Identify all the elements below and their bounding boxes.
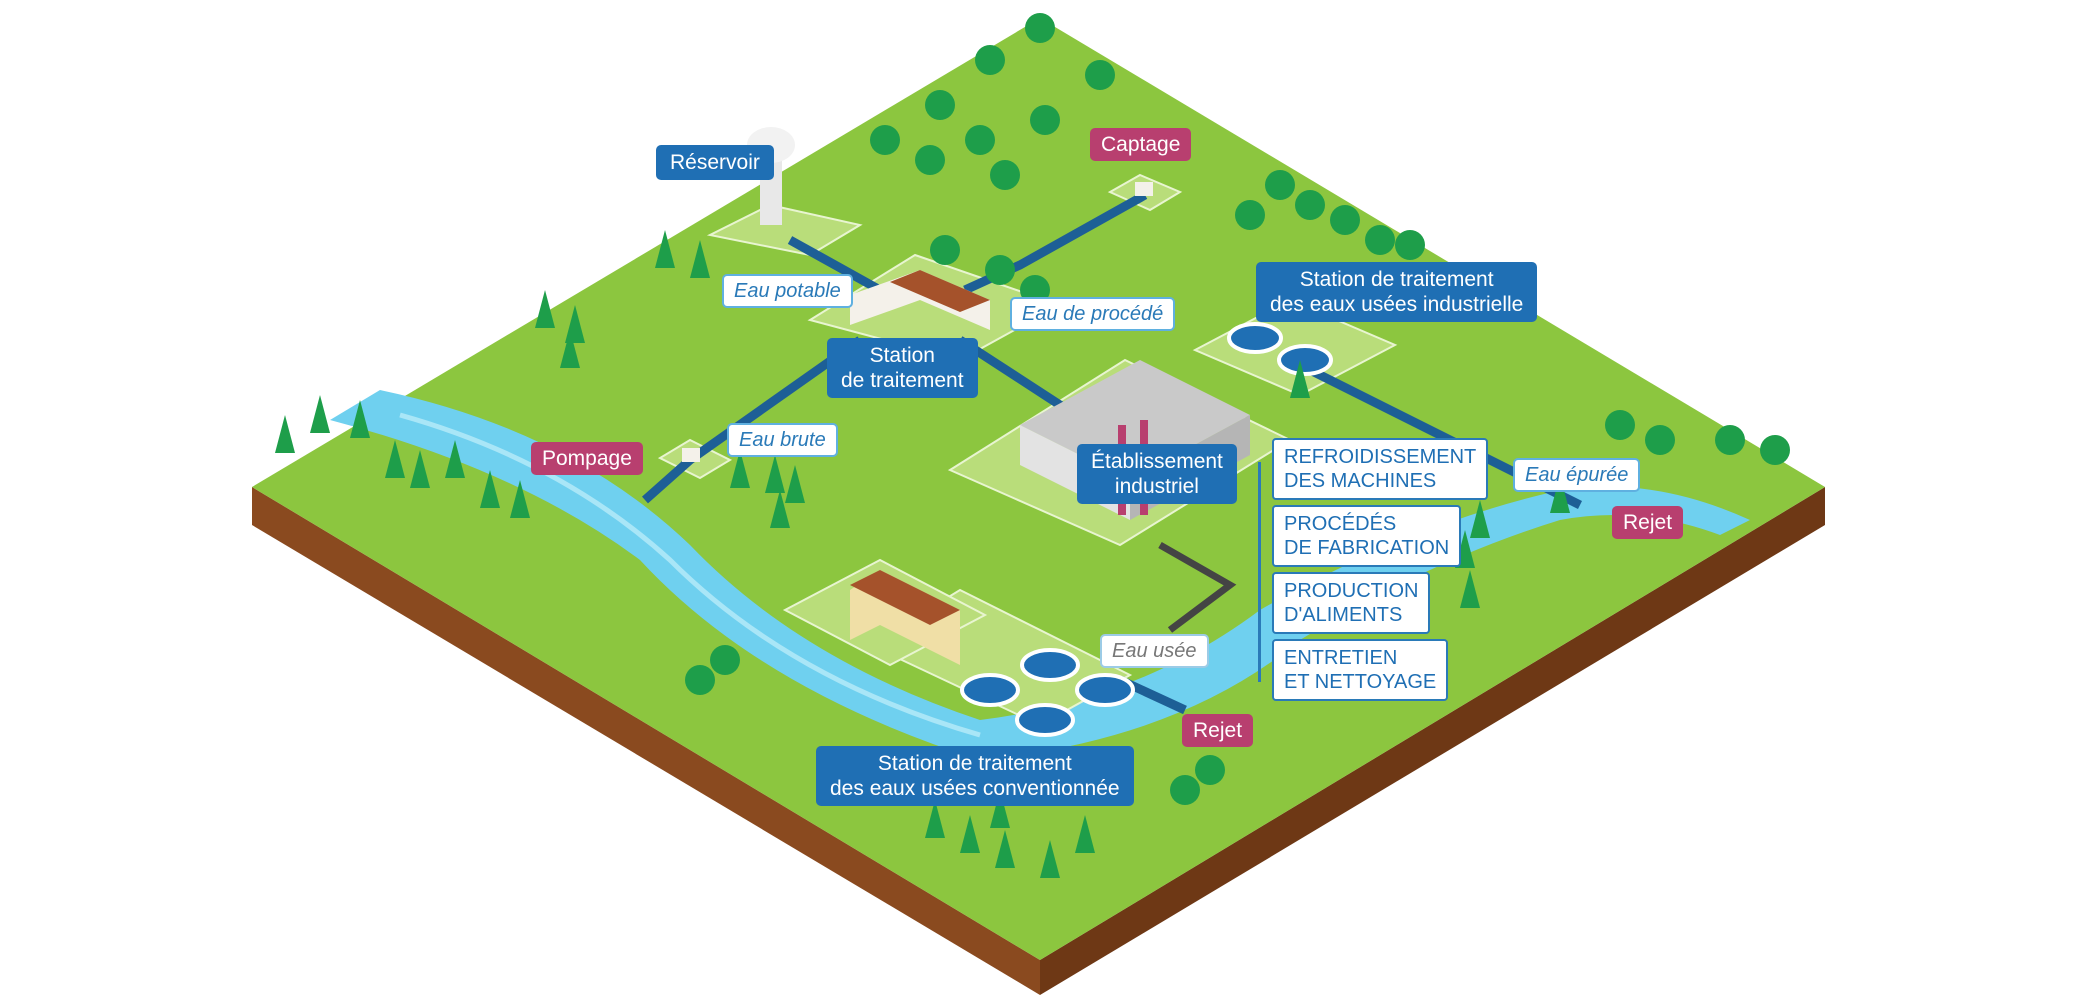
tree-pine: [765, 455, 785, 493]
captage-label: Captage: [1090, 128, 1192, 162]
soil-left-side: [252, 487, 1040, 995]
trees: [275, 13, 1790, 878]
captage-shed: [1135, 182, 1153, 196]
basin-industrial-2: [1277, 344, 1333, 376]
tree-round: [915, 145, 945, 175]
eau-potable-label: Eau potable: [722, 274, 853, 308]
tree-pine: [1040, 840, 1060, 878]
rejet-right-label: Rejet: [1612, 506, 1684, 540]
tree-round: [985, 255, 1015, 285]
tree-pine: [1075, 815, 1095, 853]
tree-pine: [445, 440, 465, 478]
tree-round: [1265, 170, 1295, 200]
tree-round: [1605, 410, 1635, 440]
uses-connector: [1258, 462, 1261, 682]
tree-pine: [310, 395, 330, 433]
tree-pine: [785, 465, 805, 503]
tree-pine: [1550, 475, 1570, 513]
tree-round: [1715, 425, 1745, 455]
tree-round: [1030, 105, 1060, 135]
tree-pine: [925, 800, 945, 838]
tree-pine: [560, 330, 580, 368]
tree-round: [1295, 190, 1325, 220]
river: [330, 390, 1750, 760]
tree-round: [975, 45, 1005, 75]
tree-round: [1395, 230, 1425, 260]
tree-round: [1645, 425, 1675, 455]
tree-round: [1235, 200, 1265, 230]
tree-pine: [990, 790, 1010, 828]
eau-procede-label: Eau de procédé: [1010, 297, 1176, 331]
station-roof: [890, 270, 990, 312]
tree-round: [870, 125, 900, 155]
eau-usee-label: Eau usée: [1100, 634, 1209, 668]
river-highlight: [399, 412, 981, 738]
tree-pine: [960, 815, 980, 853]
tree-round: [1195, 755, 1225, 785]
tree-pine: [1470, 500, 1490, 538]
tree-round: [1365, 225, 1395, 255]
basin-conv-3: [1075, 673, 1135, 707]
tree-pine: [410, 450, 430, 488]
basin-conv-1: [960, 673, 1020, 707]
tree-round: [925, 90, 955, 120]
tree-pine: [730, 450, 750, 488]
tree-round: [710, 645, 740, 675]
tree-round: [1760, 435, 1790, 465]
tree-pine: [690, 240, 710, 278]
tree-pine: [510, 480, 530, 518]
tree-round: [965, 125, 995, 155]
basin-industrial-1: [1227, 322, 1283, 354]
tree-pine: [995, 830, 1015, 868]
eau-brute-label: Eau brute: [727, 423, 838, 457]
basin-conv-4: [1015, 703, 1075, 737]
basin-conv-2: [1020, 648, 1080, 682]
tree-pine: [655, 230, 675, 268]
pompage-shed: [682, 448, 700, 462]
tree-pine: [535, 290, 555, 328]
rejet-bottom-label: Rejet: [1182, 714, 1254, 748]
reservoir-label: Réservoir: [656, 145, 774, 181]
tree-round: [1330, 205, 1360, 235]
tree-round: [990, 160, 1020, 190]
tree-pine: [275, 415, 295, 453]
tree-pine: [1290, 360, 1310, 398]
tree-pine: [385, 440, 405, 478]
pipe-captage: [963, 191, 1148, 295]
pipe-usee: [1158, 541, 1237, 633]
soil-right-side: [1040, 487, 1825, 995]
tree-round: [930, 235, 960, 265]
tree-pine: [480, 470, 500, 508]
tree-round: [685, 665, 715, 695]
pompage-label: Pompage: [531, 442, 643, 476]
tree-pine: [350, 400, 370, 438]
tree-round: [1025, 13, 1055, 43]
tree-round: [1170, 775, 1200, 805]
eau-epuree-label: Eau épurée: [1513, 458, 1641, 492]
tree-pine: [1460, 570, 1480, 608]
pipe-potable: [787, 236, 883, 294]
tree-pine: [770, 490, 790, 528]
house-roof: [850, 570, 960, 625]
tree-round: [1085, 60, 1115, 90]
